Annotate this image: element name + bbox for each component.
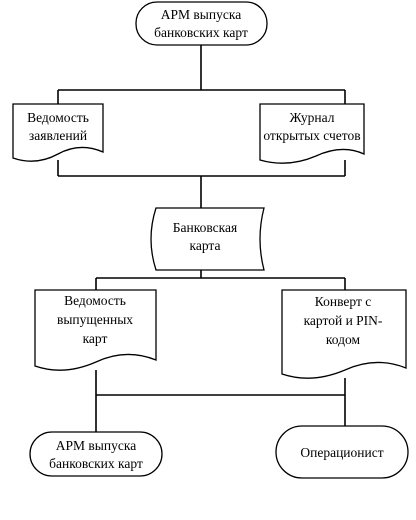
node-issued-cards-ledger-line1: Ведомость: [64, 293, 126, 308]
node-applications-ledger: Ведомость заявлений: [12, 103, 104, 162]
node-open-accounts-journal: Журнал открытых счетов: [259, 103, 365, 164]
node-arm-top: АРМ выпуска банковских карт: [135, 1, 268, 46]
node-arm-top-line1: АРМ выпуска: [161, 7, 241, 22]
node-issued-cards-ledger-line2: выпущенных: [57, 312, 133, 327]
node-arm-bottom-line2: банковских карт: [49, 456, 143, 471]
node-applications-ledger-line2: заявлений: [29, 128, 87, 143]
node-bank-card-line2: карта: [190, 238, 221, 253]
node-pin-envelope-line3: кодом: [326, 332, 361, 347]
node-arm-top-line2: банковских карт: [154, 25, 248, 40]
node-arm-bottom-line1: АРМ выпуска: [56, 438, 136, 453]
connectors: [57, 45, 346, 432]
node-issued-cards-ledger: Ведомость выпущенных карт: [34, 289, 157, 371]
terminator-shape: [29, 431, 163, 477]
document-shape: [281, 289, 407, 379]
node-bank-card: Банковская карта: [150, 207, 265, 271]
node-open-accounts-journal-line1: Журнал: [289, 110, 334, 125]
document-shape: [34, 289, 157, 371]
node-issued-cards-ledger-line3: карт: [83, 331, 108, 346]
node-operator: Операционист: [275, 425, 409, 479]
node-pin-envelope: Конверт с картой и PIN- кодом: [281, 289, 407, 379]
node-applications-ledger-line1: Ведомость: [27, 110, 89, 125]
terminator-shape: [135, 1, 268, 46]
node-arm-bottom: АРМ выпуска банковских карт: [29, 431, 163, 477]
node-open-accounts-journal-line2: открытых счетов: [263, 128, 360, 143]
node-operator-label: Операционист: [300, 445, 383, 460]
terminator-shape: [275, 425, 409, 479]
document-shape: [12, 103, 104, 162]
stored-data-shape: [150, 207, 265, 271]
node-pin-envelope-line1: Конверт с: [315, 294, 371, 309]
node-pin-envelope-line2: картой и PIN-: [304, 313, 383, 328]
document-shape: [259, 103, 365, 164]
node-bank-card-line1: Банковская: [173, 220, 237, 235]
